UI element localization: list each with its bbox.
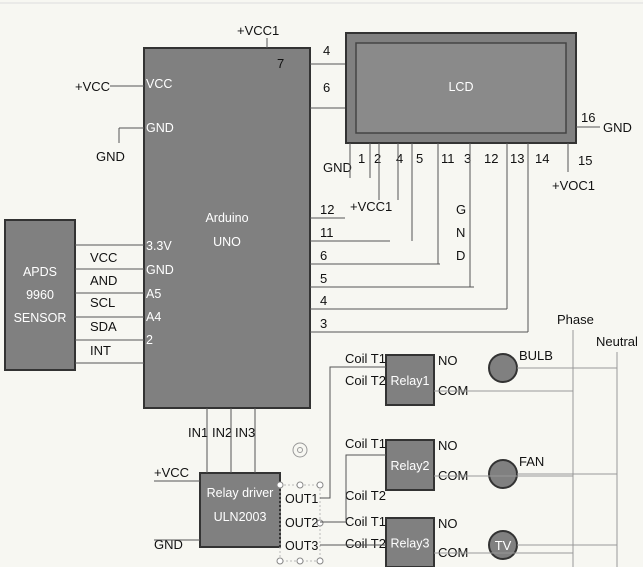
sensor-line3: SENSOR: [14, 311, 67, 325]
relay-coil2: Coil T2: [345, 373, 386, 388]
relay-no: NO: [438, 516, 458, 531]
arduino-board: [143, 47, 311, 409]
relay-coil1: Coil T1: [345, 514, 386, 529]
sensor-pins: VCC AND SCL SDA INT: [75, 250, 144, 364]
arduino-pin-4: 4: [320, 293, 327, 308]
load-2: [488, 459, 518, 489]
load-label: BULB: [519, 348, 553, 363]
lcd-pin-5: 5: [416, 151, 423, 166]
lcd-vcc15: +VOC1: [552, 178, 595, 193]
load-label: FAN: [519, 454, 544, 469]
arduino-pin-3v3: 3.3V: [146, 239, 172, 253]
lcd-pin-4: 4: [396, 151, 403, 166]
driver-in3: IN3: [235, 425, 255, 440]
driver-line1: Relay driver: [207, 486, 274, 500]
arduino-pin-gnd2: GND: [146, 263, 174, 277]
neutral-label: Neutral: [596, 334, 638, 349]
lcd-bottom-gnd: GND: [323, 160, 352, 175]
relay-1: [385, 354, 435, 406]
arduino-pin-3: 3: [320, 316, 327, 331]
arduino-title: Arduino: [205, 211, 248, 225]
relay-no: NO: [438, 353, 458, 368]
phase-label: Phase: [557, 312, 594, 327]
lcd-pin-13: 13: [510, 151, 524, 166]
lcd-pin-3: 3: [464, 151, 471, 166]
sensor-pin-label: SCL: [90, 295, 115, 310]
vcc1-top-label: +VCC1: [237, 23, 279, 38]
vcc-left-label: +VCC: [75, 79, 110, 94]
lcd-link-pin-6: 6: [323, 80, 330, 95]
driver-out1: OUT1: [285, 492, 318, 506]
arduino-pin-11: 11: [320, 225, 334, 240]
lcd-pin-14: 14: [535, 151, 549, 166]
lcd-pin-12: 12: [484, 151, 498, 166]
arduino-pin-gnd: GND: [146, 121, 174, 135]
relay-driver: [199, 472, 281, 548]
arduino-pin-a5: A5: [146, 287, 161, 301]
relay-label: Relay1: [391, 374, 430, 388]
relay-2: [385, 439, 435, 491]
arduino-pin-2: 2: [146, 333, 153, 347]
lcd-pin-11: 11: [441, 151, 455, 166]
lcd-pin-2: 2: [374, 151, 381, 166]
lcd-vcc1-mid: +VCC1: [350, 199, 392, 214]
lcd-link-pin-4: 4: [323, 43, 330, 58]
arduino-pin-a4: A4: [146, 310, 161, 324]
driver-out2: OUT2: [285, 516, 318, 530]
driver-line2: ULN2003: [214, 510, 267, 524]
lcd-pin-15: 15: [578, 153, 592, 168]
lcd-pin-1: 1: [358, 151, 365, 166]
lcd-gnd-v-g: G: [456, 202, 466, 217]
lcd-gnd-v-n: N: [456, 225, 465, 240]
load-label: TV: [495, 538, 512, 553]
driver-out3: OUT3: [285, 539, 318, 553]
lcd-label: LCD: [448, 80, 473, 94]
load-1: [488, 353, 518, 383]
arduino-pin-12: 12: [320, 202, 334, 217]
arduino-pin-6: 6: [320, 248, 327, 263]
lcd-gnd16: GND: [603, 120, 632, 135]
driver-gnd: GND: [154, 537, 183, 552]
apds-sensor: [4, 219, 76, 371]
driver-vcc: +VCC: [154, 465, 189, 480]
relay-label: Relay3: [391, 537, 430, 551]
sensor-pin-label: SDA: [90, 319, 117, 334]
lcd-pin-16: 16: [581, 110, 595, 125]
sensor-line2: 9960: [26, 288, 54, 302]
sensor-pin-label: INT: [90, 343, 111, 358]
relay-coil2: Coil T2: [345, 536, 386, 551]
rotate-handle-icon[interactable]: [292, 442, 308, 458]
relay-label: Relay2: [391, 459, 430, 473]
relay-coil2: Coil T2: [345, 488, 386, 503]
relay-coil1: Coil T1: [345, 436, 386, 451]
arduino-subtitle: UNO: [213, 235, 241, 249]
gnd-left-label: GND: [96, 149, 125, 164]
sensor-line1: APDS: [23, 265, 57, 279]
relay-no: NO: [438, 438, 458, 453]
arduino-pin-7: 7: [277, 56, 284, 71]
driver-in2: IN2: [212, 425, 232, 440]
arduino-pin-vcc: VCC: [146, 77, 172, 91]
arduino-pin-5: 5: [320, 271, 327, 286]
driver-in1: IN1: [188, 425, 208, 440]
sensor-pin-label: AND: [90, 273, 117, 288]
relay-3: [385, 517, 435, 567]
lcd-gnd-v-d: D: [456, 248, 465, 263]
sensor-pin-label: VCC: [90, 250, 117, 265]
relay-coil1: Coil T1: [345, 351, 386, 366]
